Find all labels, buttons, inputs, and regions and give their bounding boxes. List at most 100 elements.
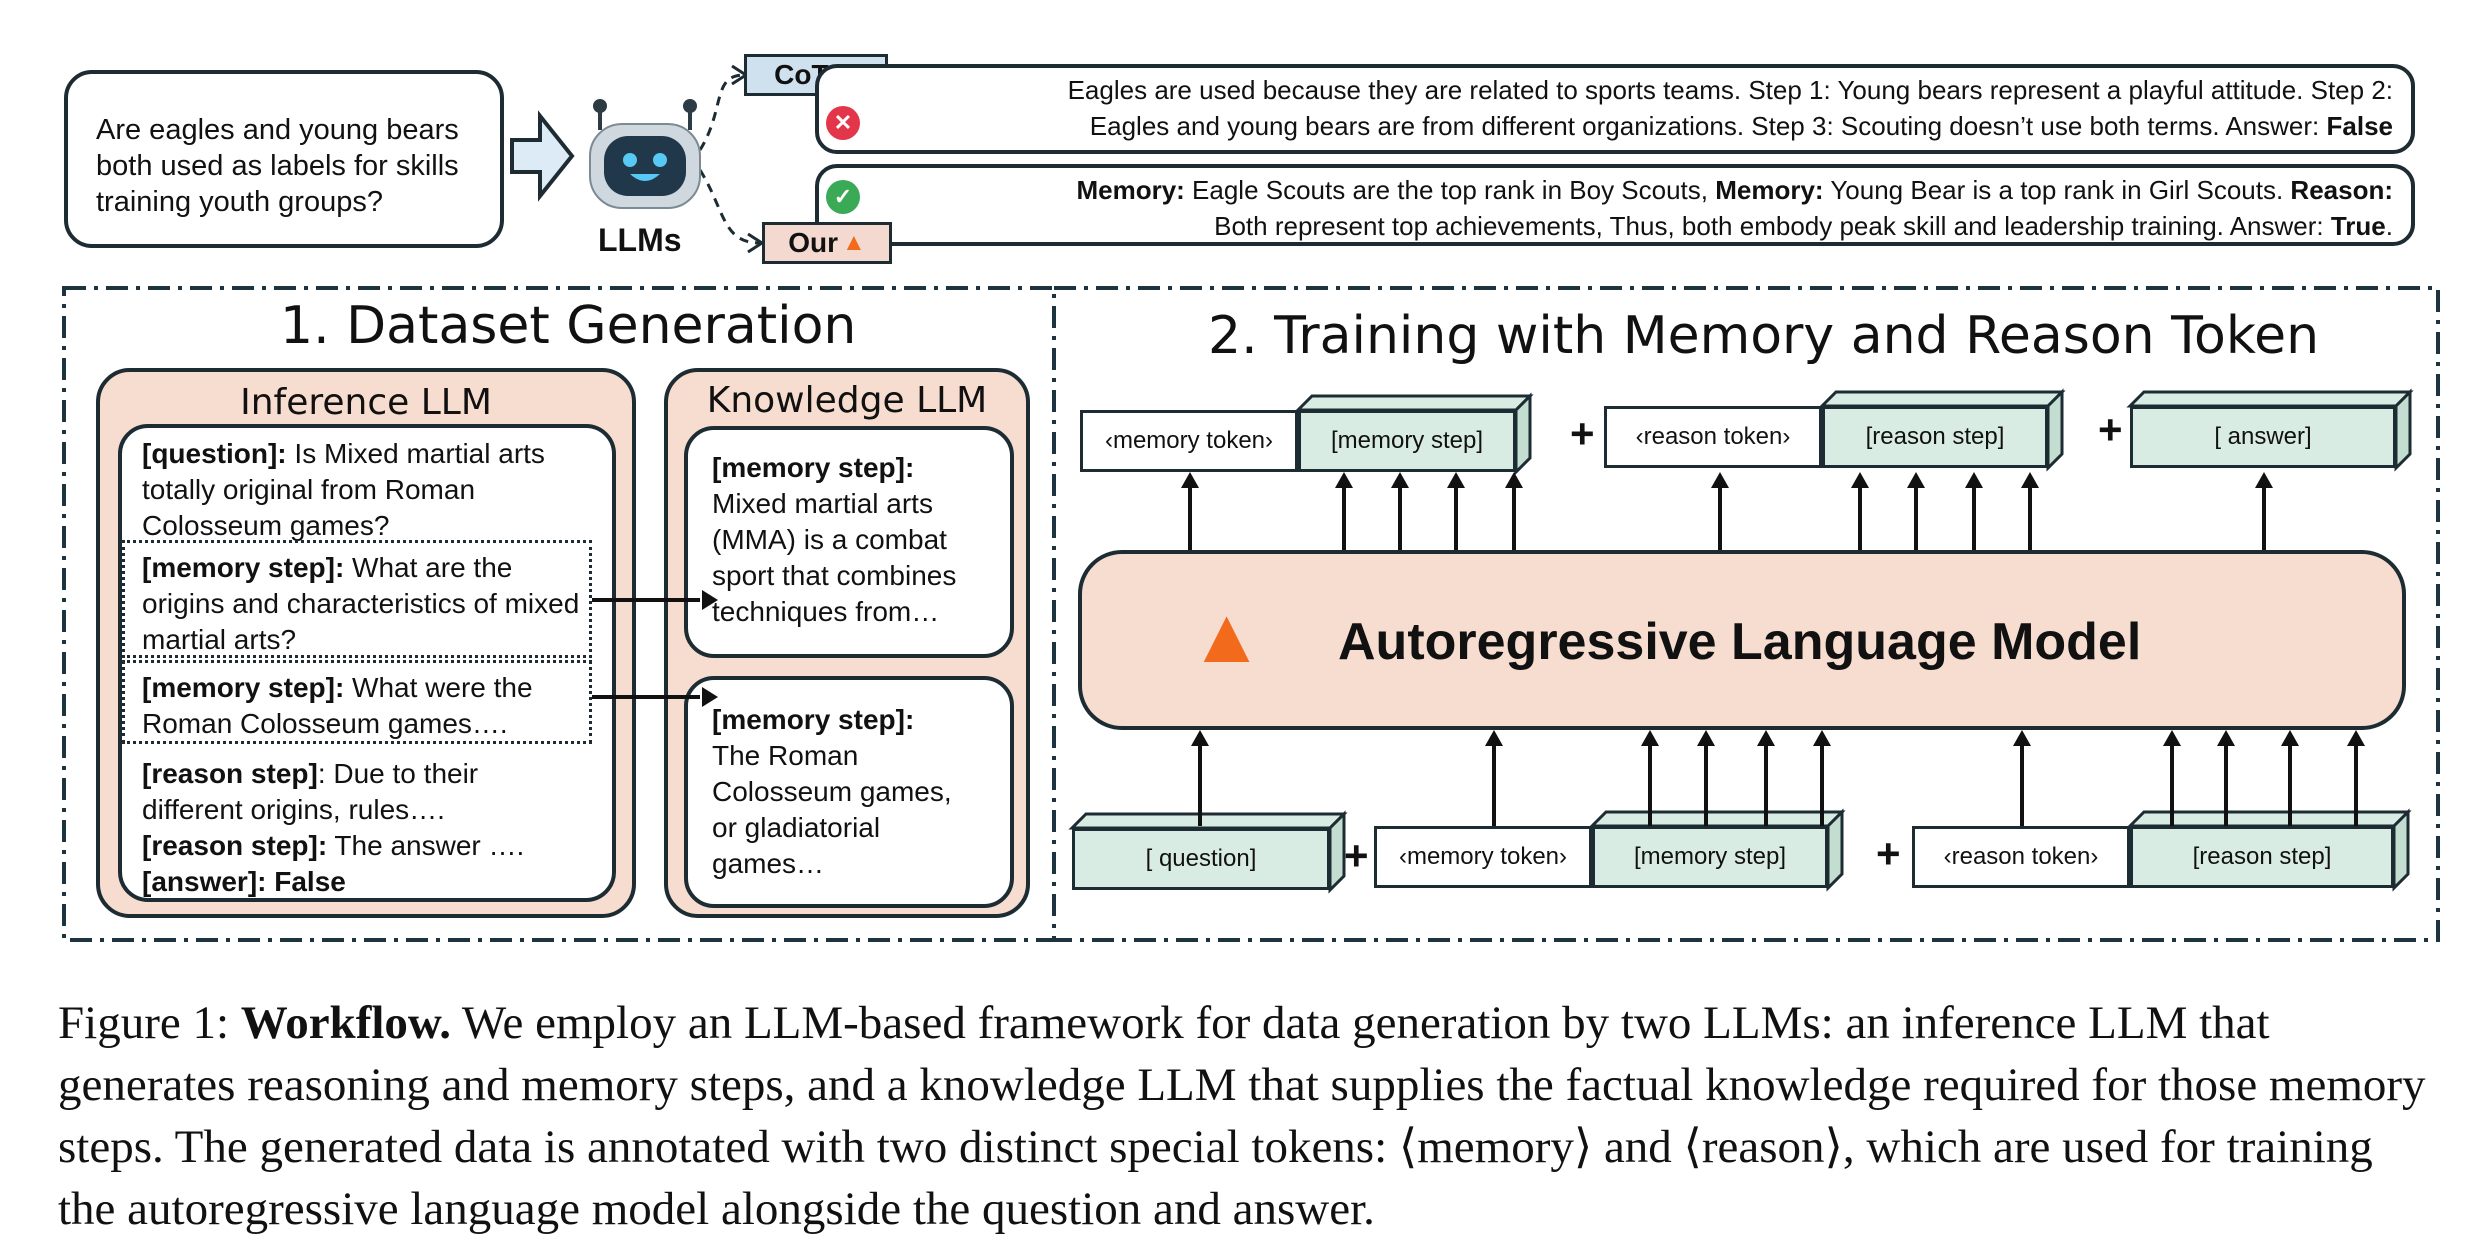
- in-reason-token: ‹reason token›: [1912, 826, 2130, 888]
- plus-out-2: +: [2098, 406, 2123, 453]
- figure-caption: Figure 1: Workflow. We employ an LLM-bas…: [58, 992, 2438, 1240]
- caption-text: We employ an LLM-based framework for dat…: [58, 997, 2426, 1235]
- token-top-0: [1294, 394, 1534, 412]
- knowledge-card-2: [684, 676, 1014, 908]
- reason-step-text-1: : Due to their different origins, rules……: [142, 758, 479, 825]
- our-tag: Our ▲: [762, 222, 892, 264]
- token-side-4: [1826, 808, 1844, 892]
- question-box: Are eagles and young bears both used as …: [64, 70, 504, 248]
- out-reason-token: ‹reason token›: [1604, 406, 1822, 468]
- out-arrowhead-10: [2255, 472, 2273, 488]
- our-response-line1: Memory: Eagle Scouts are the top rank in…: [819, 172, 2393, 208]
- in-arrowhead-2: [1641, 730, 1659, 746]
- inference-panel: Inference LLM: [96, 368, 636, 918]
- memory-label-2: Memory:: [1715, 175, 1824, 205]
- our-answer: True: [2330, 211, 2386, 241]
- caption-prefix: Figure 1:: [58, 997, 241, 1049]
- cot-connector: [698, 73, 745, 151]
- inference-reason-2: [reason step]: The answer ….: [142, 828, 582, 864]
- reason-step-label-1: [reason step]: [142, 758, 318, 789]
- memory-step-label-1: [memory step]:: [142, 552, 345, 583]
- cot-response-text: Eagles and young bears are from differen…: [1089, 111, 2327, 141]
- out-arrowhead-2: [1391, 472, 1409, 488]
- knowledge-card-1: [684, 426, 1014, 658]
- out-arrowhead-5: [1711, 472, 1729, 488]
- token-side-2: [2394, 388, 2412, 472]
- in-arrowhead-1: [1485, 730, 1503, 746]
- token-top-2: [2126, 390, 2414, 408]
- in-arrowhead-6: [2013, 730, 2031, 746]
- plus-in-2: +: [1876, 830, 1901, 877]
- our-tag-label: Our: [788, 227, 838, 258]
- fire-icon: ▲: [842, 229, 866, 256]
- llms-label: LLMs: [598, 222, 682, 258]
- check-circle-icon: ✓: [826, 180, 860, 214]
- fire-icon-model: ▲: [1188, 591, 1266, 679]
- in-arrowhead-10: [2347, 730, 2365, 746]
- in-reason-step: [reason step]: [2130, 826, 2394, 888]
- model-label: Autoregressive Language Model: [1338, 613, 2142, 671]
- dataset-title: 1. Dataset Generation: [280, 296, 857, 356]
- knowledge-text-1: Mixed martial arts (MMA) is a combat spo…: [712, 488, 957, 627]
- reason-step-label-2: [reason step]:: [142, 830, 328, 861]
- knowledge-label-1: [memory step]:: [712, 452, 915, 483]
- robot-icon: [589, 99, 701, 209]
- out-arrowhead-6: [1851, 472, 1869, 488]
- cot-response-line2: Eagles and young bears are from differen…: [819, 108, 2393, 144]
- in-question: [ question]: [1072, 828, 1330, 890]
- in-arrowhead-8: [2217, 730, 2235, 746]
- plus-out-1: +: [1570, 410, 1595, 457]
- our-response: Memory: Eagle Scouts are the top rank in…: [815, 164, 2415, 246]
- in-arrowhead-9: [2281, 730, 2299, 746]
- inference-question: [question]: Is Mixed martial arts totall…: [142, 436, 592, 544]
- memory-step-label-2: [memory step]:: [142, 672, 345, 703]
- inference-memory-2: [memory step]: What were the Roman Colos…: [142, 670, 582, 742]
- inference-memory-1: [memory step]: What are the origins and …: [142, 550, 582, 658]
- knowledge-memory-2: [memory step]: The Roman Colosseum games,…: [712, 702, 982, 882]
- question-arrow-icon: [510, 110, 575, 202]
- training-frame: [1052, 286, 2440, 942]
- out-arrowhead-4: [1505, 472, 1523, 488]
- out-arrowhead-9: [2021, 472, 2039, 488]
- out-arrowhead-8: [1965, 472, 1983, 488]
- question-text-inference: Is Mixed martial arts totally original f…: [142, 438, 545, 541]
- in-memory-token: ‹memory token›: [1374, 826, 1592, 888]
- in-arrowhead-7: [2163, 730, 2181, 746]
- memory-label-1: Memory:: [1076, 175, 1185, 205]
- token-top-1: [1818, 390, 2066, 408]
- reason-label: Reason:: [2290, 175, 2393, 205]
- in-arrowhead-4: [1757, 730, 1775, 746]
- cot-response: Eagles are used because they are related…: [815, 64, 2415, 154]
- memory-step-text-1: What are the origins and characteristics…: [142, 552, 580, 655]
- token-side-3: [1328, 810, 1346, 894]
- out-arrowhead-1: [1335, 472, 1353, 488]
- inference-card: [118, 424, 616, 902]
- question-label: [question]:: [142, 438, 287, 469]
- memory-text-2: Young Bear is a top rank in Girl Scouts.: [1823, 175, 2291, 205]
- in-arrowhead-5: [1813, 730, 1831, 746]
- inference-answer: [answer]: False: [142, 866, 346, 897]
- memory-step-text-2: What were the Roman Colosseum games….: [142, 672, 533, 739]
- out-memory-token: ‹memory token›: [1080, 410, 1298, 472]
- knowledge-label-2: [memory step]:: [712, 704, 915, 735]
- reason-text: Both represent top achievements, Thus, b…: [1214, 211, 2331, 241]
- memory-step-box-1: [122, 540, 592, 658]
- x-circle-icon: ✕: [826, 106, 860, 140]
- out-arrowhead-7: [1907, 472, 1925, 488]
- token-side-0: [1514, 392, 1532, 476]
- token-side-5: [2392, 808, 2410, 892]
- memory-step-box-2: [122, 660, 592, 744]
- language-model-box: [1078, 550, 2406, 730]
- out-arrowhead-0: [1181, 472, 1199, 488]
- knowledge-memory-1: [memory step]: Mixed martial arts (MMA) i…: [712, 450, 982, 630]
- cot-response-line1: Eagles are used because they are related…: [1067, 75, 2393, 105]
- in-memory-step: [memory step]: [1592, 826, 1828, 888]
- training-title: 2. Training with Memory and Reason Token: [1208, 306, 2320, 366]
- inference-reason-1: [reason step]: Due to their different or…: [142, 756, 582, 828]
- knowledge-text-2: The Roman Colosseum games, or gladiatori…: [712, 740, 952, 879]
- token-side-1: [2046, 388, 2064, 472]
